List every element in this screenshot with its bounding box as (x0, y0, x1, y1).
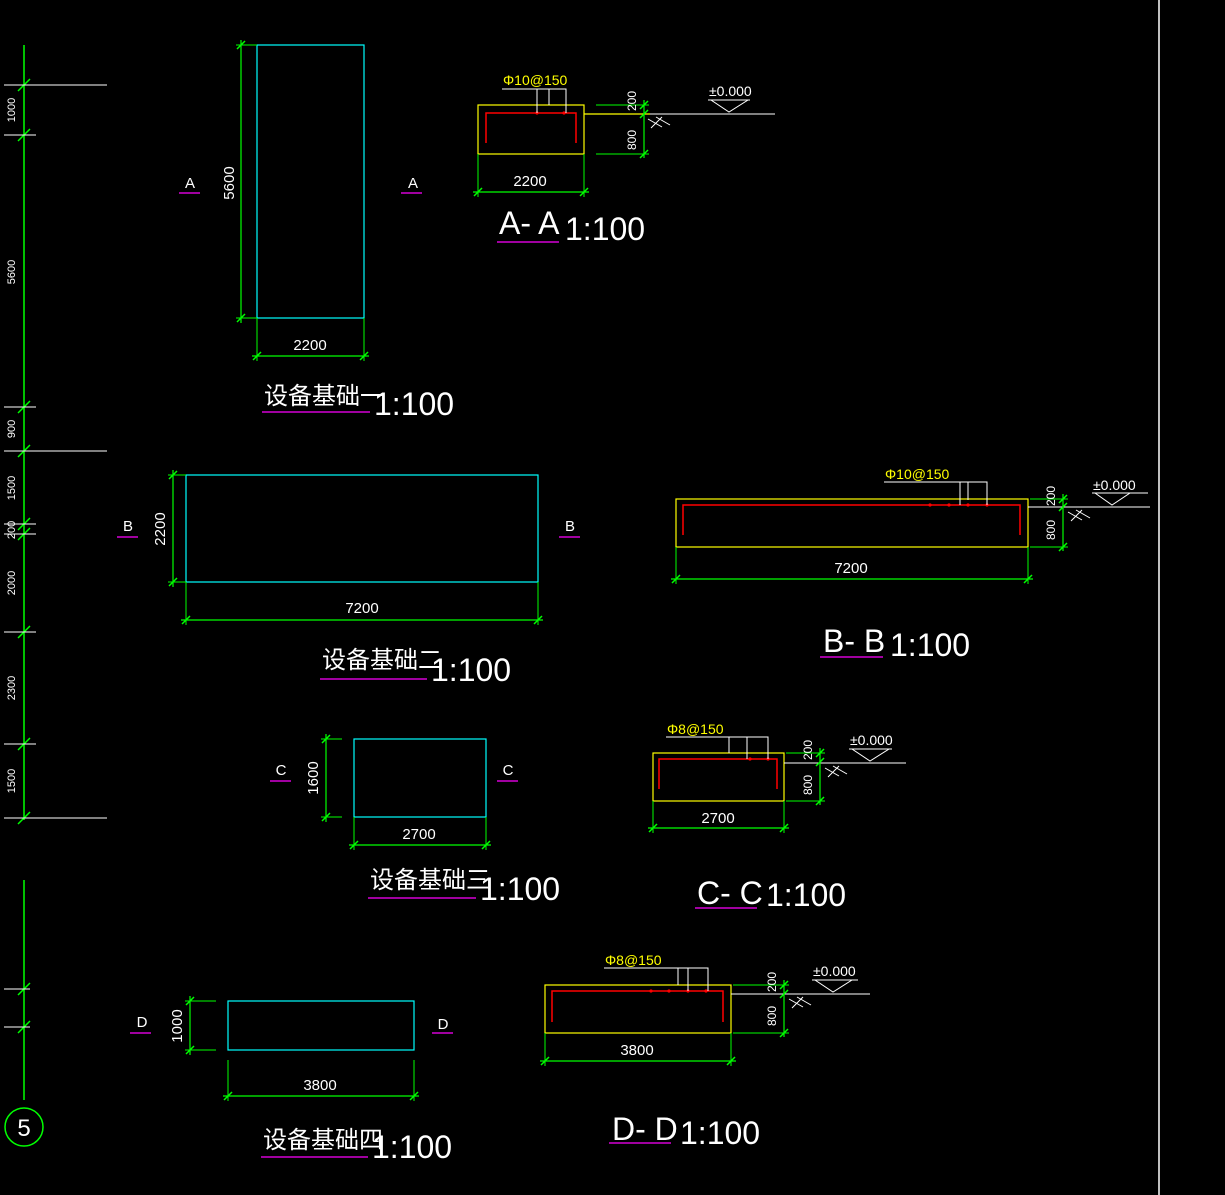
section-b-rebar-label: Φ10@150 (885, 466, 950, 482)
section-a-width-dim: 2200 (513, 173, 546, 190)
plan-4-height-dim: 1000 (169, 1009, 186, 1042)
plan-3-cut-right: C (503, 762, 514, 779)
plan-2-scale: 1:100 (431, 652, 511, 688)
plan-2-cut-left: B (123, 518, 133, 535)
section-c-outline (652, 752, 785, 802)
section-d-depth-dim: 800 (765, 1006, 779, 1026)
plan-1-height-dim: 5600 (221, 166, 238, 199)
section-a-elevation: ±0.000 (709, 83, 752, 99)
plan-2-title: 设备基础二 (322, 646, 442, 674)
plan-3-width-dim: 2700 (402, 826, 435, 843)
section-b-depth-dim: 800 (1044, 520, 1058, 540)
plan-1-outline (256, 44, 365, 319)
plan-foundation-2[interactable]: 2200 7200 B B 设备基础二 1:100 (117, 470, 580, 688)
section-d-scale: 1:100 (680, 1115, 760, 1151)
section-d-width-dim: 3800 (620, 1042, 653, 1059)
section-b-top-dim: 200 (1044, 486, 1058, 506)
grid-bubble-5[interactable]: 5 (4, 1107, 44, 1147)
section-b-b[interactable]: Φ10@150 ±0.000 200 800 7200 B- B 1:100 (671, 466, 1150, 663)
plan-4-width-dim: 3800 (303, 1077, 336, 1094)
plan-3-scale: 1:100 (480, 871, 560, 907)
section-c-depth-dim: 800 (801, 775, 815, 795)
section-c-rebar-label: Φ8@150 (667, 721, 724, 737)
plan-2-width-dim: 7200 (345, 600, 378, 617)
section-b-width-dim: 7200 (834, 560, 867, 577)
plan-4-scale: 1:100 (372, 1129, 452, 1165)
section-c-top-dim: 200 (801, 740, 815, 760)
left-axis-dimension-chain: 1000 5600 900 1500 200 2000 2300 1500 (4, 45, 107, 1100)
plan-2-height-dim: 2200 (152, 512, 169, 545)
section-a-a[interactable]: Φ10@150 ±0.000 200 800 2200 A- A 1:100 (473, 72, 775, 247)
section-a-title: A- A (499, 205, 560, 241)
section-b-elevation: ±0.000 (1093, 477, 1136, 493)
axis-dim-1: 1000 (6, 98, 18, 122)
section-b-outline (675, 498, 1029, 548)
plan-1-width-dim: 2200 (293, 337, 326, 354)
section-a-rebar-label: Φ10@150 (503, 72, 568, 88)
axis-dim-8: 1500 (6, 769, 18, 793)
plan-4-cut-right: D (438, 1016, 449, 1033)
axis-dim-6: 2000 (6, 571, 18, 595)
section-d-d[interactable]: Φ8@150 ±0.000 200 800 3800 D- D 1:100 (540, 952, 870, 1151)
section-b-scale: 1:100 (890, 627, 970, 663)
section-c-elevation: ±0.000 (850, 732, 893, 748)
svg-text:5: 5 (17, 1115, 30, 1142)
plan-foundation-3[interactable]: 1600 2700 C C 设备基础三 1:100 (270, 734, 560, 907)
section-a-scale: 1:100 (565, 211, 645, 247)
section-d-outline (544, 984, 732, 1034)
section-d-title: D- D (612, 1111, 678, 1147)
section-d-top-dim: 200 (765, 972, 779, 992)
plan-3-cut-left: C (276, 762, 287, 779)
plan-1-title: 设备基础一 (264, 382, 384, 410)
plan-1-cut-left: A (185, 175, 195, 192)
plan-4-cut-left: D (137, 1014, 148, 1031)
section-c-scale: 1:100 (766, 877, 846, 913)
section-d-rebar-label: Φ8@150 (605, 952, 662, 968)
plan-1-scale: 1:100 (374, 386, 454, 422)
section-b-title: B- B (823, 623, 885, 659)
plan-2-outline (185, 474, 539, 583)
axis-dim-2: 5600 (6, 260, 18, 284)
plan-3-height-dim: 1600 (305, 761, 322, 794)
axis-dim-7: 2300 (6, 676, 18, 700)
plan-1-cut-right: A (408, 175, 418, 192)
plan-foundation-1[interactable]: 5600 2200 A A 设备基础一 1:100 (179, 40, 454, 422)
section-c-width-dim: 2700 (701, 810, 734, 827)
axis-dim-4: 1500 (6, 476, 18, 500)
plan-2-cut-right: B (565, 518, 575, 535)
plan-4-title: 设备基础四 (263, 1126, 383, 1154)
axis-dim-5: 200 (6, 521, 18, 539)
axis-dim-3: 900 (6, 420, 18, 438)
plan-3-outline (353, 738, 487, 818)
section-a-depth-dim: 800 (625, 130, 639, 150)
section-a-top-dim: 200 (625, 91, 639, 111)
section-a-outline (477, 104, 585, 155)
plan-foundation-4[interactable]: 1000 3800 D D 设备基础四 1:100 (130, 996, 453, 1165)
section-c-c[interactable]: Φ8@150 ±0.000 200 800 2700 C- C 1:100 (648, 721, 906, 913)
plan-4-outline (227, 1000, 415, 1051)
section-d-elevation: ±0.000 (813, 963, 856, 979)
section-c-title: C- C (697, 875, 763, 911)
plan-3-title: 设备基础三 (370, 866, 490, 894)
